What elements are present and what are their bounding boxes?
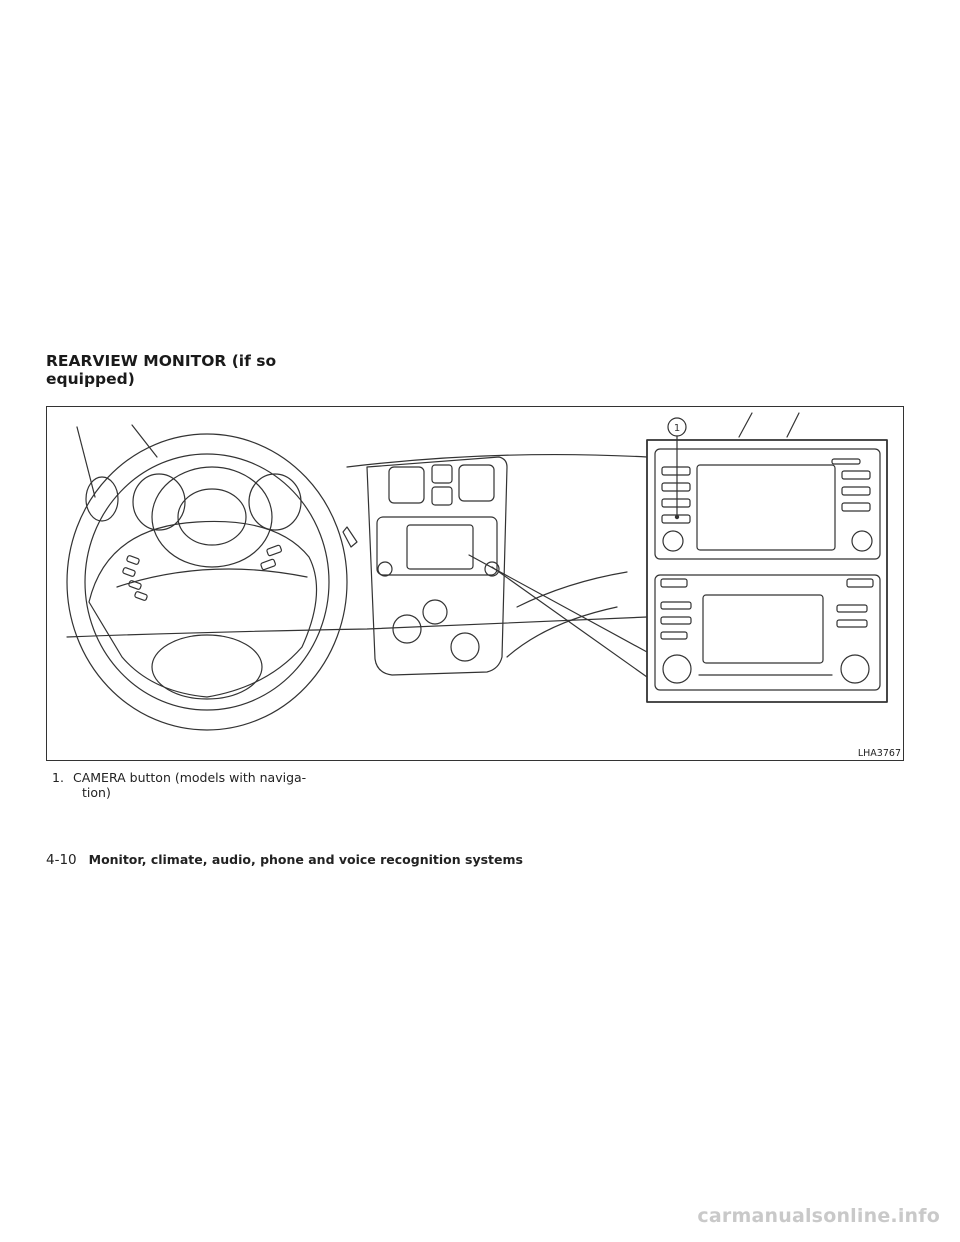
section-heading-line2: equipped) [46, 370, 135, 388]
caption-text-line1: CAMERA button (models with naviga- [72, 770, 307, 785]
dashboard-figure: 1 LHA3767 [46, 406, 904, 761]
figure-code: LHA3767 [857, 748, 901, 759]
console-head-unit [376, 516, 498, 576]
callout-number: 1 [674, 423, 680, 434]
page-footer: 4-10 Monitor, climate, audio, phone and … [46, 852, 523, 868]
dashboard-illustration: 1 [66, 412, 888, 731]
caption-text-line2: tion) [82, 785, 111, 800]
figure-caption: 1. CAMERA button (models with naviga- ti… [52, 770, 327, 800]
caption-number: 1. [52, 770, 64, 785]
audio-head-unit [654, 574, 881, 691]
section-heading-line1: REARVIEW MONITOR (if so [46, 352, 277, 370]
dashboard-lower-line [66, 616, 648, 638]
chapter-title: Monitor, climate, audio, phone and voice… [88, 852, 523, 867]
nav-head-unit [654, 448, 881, 560]
page-number: 4-10 [46, 852, 77, 868]
camera-button [661, 514, 691, 524]
section-heading: REARVIEW MONITOR (if so equipped) [46, 352, 346, 388]
watermark: carmanualsonline.info [697, 1205, 940, 1227]
steering-wheel [66, 433, 358, 731]
center-console [366, 456, 508, 676]
inset-detail [646, 439, 888, 703]
nav-screen [696, 464, 836, 551]
callout-1: 1 [667, 417, 687, 520]
steering-wheel-hub [88, 520, 318, 698]
leader-line-lower [491, 566, 648, 678]
dashboard-top-line [346, 453, 648, 468]
